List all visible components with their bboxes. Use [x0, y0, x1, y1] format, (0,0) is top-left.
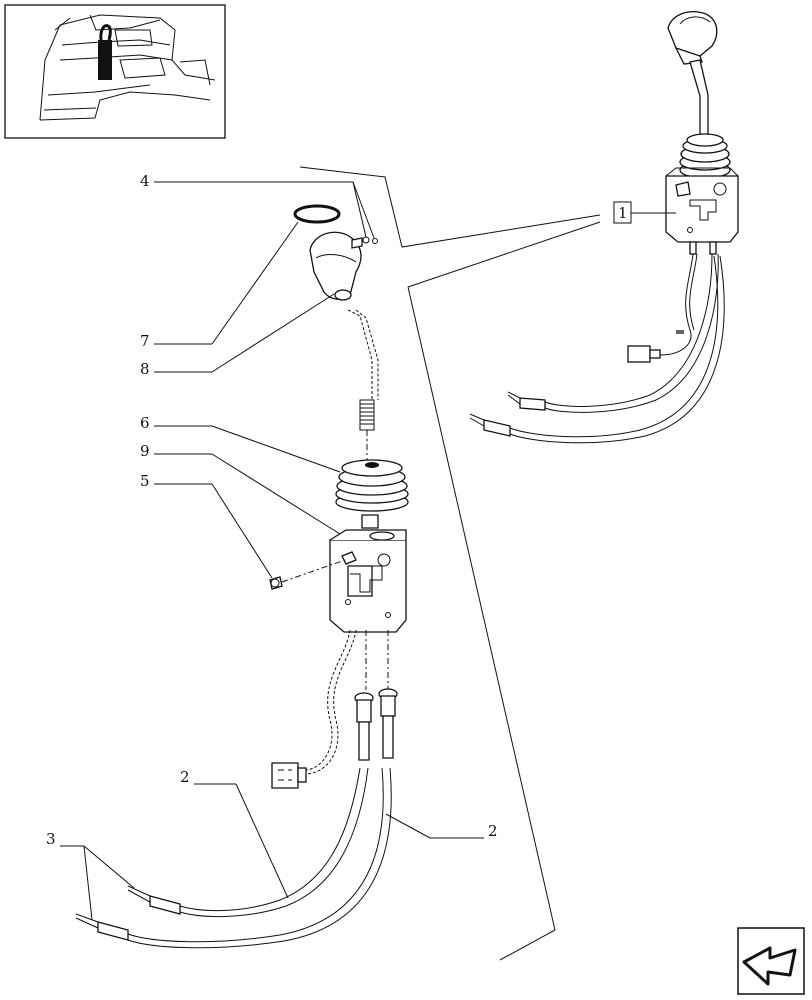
callout-9: 9: [140, 442, 341, 535]
wiring-dashed: [304, 629, 357, 775]
joystick-shaft: [347, 309, 379, 462]
previous-page-arrow-icon[interactable]: [737, 927, 805, 995]
location-thumbnail: [4, 4, 226, 139]
joystick-knob: [309, 231, 378, 301]
callout-3: 3: [46, 830, 135, 921]
rubber-boot: [335, 459, 409, 512]
cab-location-thumbnail-icon: [39, 14, 216, 121]
callout-3-label: 3: [46, 830, 56, 848]
callout-9-label: 9: [140, 442, 150, 460]
callout-4: 4: [140, 172, 375, 239]
callout-4-label: 4: [140, 172, 150, 190]
assembled-joystick-unit: [469, 11, 739, 444]
callout-5-label: 5: [140, 472, 150, 490]
callout-7: 7: [140, 221, 299, 350]
control-block: [329, 529, 407, 633]
screw: [269, 559, 346, 590]
callout-2-upper: 2: [180, 768, 289, 899]
callout-5: 5: [140, 472, 273, 579]
callout-1-label: 1: [618, 204, 628, 222]
callout-6: 6: [140, 414, 341, 473]
callout-2-right: 2: [385, 813, 498, 840]
callout-6-label: 6: [140, 414, 150, 432]
callout-7-label: 7: [140, 332, 150, 350]
electrical-connector: [271, 762, 307, 789]
o-ring: [293, 204, 341, 224]
pivot-stub: [361, 514, 379, 529]
cable-fitting-left: [354, 692, 374, 761]
assembly-bracket: [299, 166, 601, 961]
callout-2-right-label: 2: [488, 822, 498, 840]
callout-1: 1: [613, 201, 676, 224]
callout-8: 8: [140, 293, 335, 378]
callout-8-label: 8: [140, 360, 150, 378]
cable-fitting-right: [378, 688, 398, 759]
control-cable-lower: [75, 767, 392, 949]
callout-2-upper-label: 2: [180, 768, 190, 786]
control-cable-upper: [127, 767, 369, 918]
